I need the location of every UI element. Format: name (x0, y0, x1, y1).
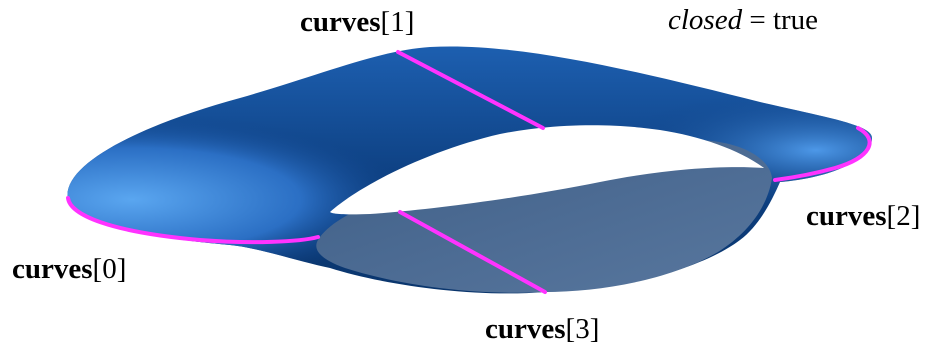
label-curves-0: curves[0] (12, 255, 126, 284)
label-curves-1: curves[1] (300, 8, 414, 37)
label-closed-true: closed = true (668, 6, 818, 35)
label-curves-2: curves[2] (806, 202, 920, 231)
label-curves-3: curves[3] (485, 315, 599, 344)
